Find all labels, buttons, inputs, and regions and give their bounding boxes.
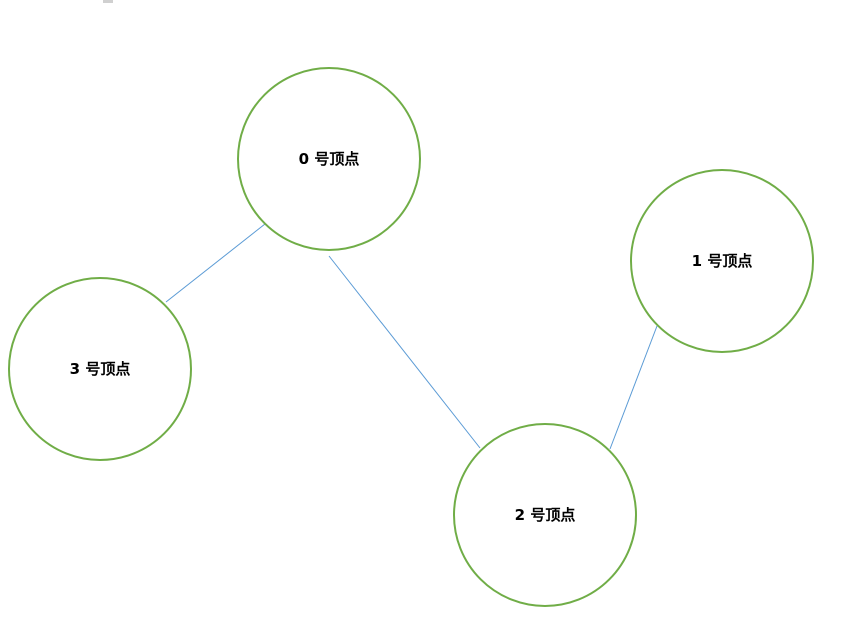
vertex-0-label: 0 号顶点 [299, 150, 360, 168]
vertex-2-label: 2 号顶点 [515, 506, 576, 524]
vertex-3[interactable]: 3 号顶点 [8, 277, 192, 461]
vertex-2[interactable]: 2 号顶点 [453, 423, 637, 607]
vertex-1-label: 1 号顶点 [692, 252, 753, 270]
vertex-0[interactable]: 0 号顶点 [237, 67, 421, 251]
edge-0-3 [165, 223, 266, 303]
vertex-3-circle [8, 277, 192, 461]
vertex-1-circle [630, 169, 814, 353]
corner-mark [103, 0, 113, 3]
edge-0-2 [328, 255, 481, 449]
vertex-0-circle [237, 67, 421, 251]
vertex-2-circle [453, 423, 637, 607]
edge-1-2 [609, 325, 658, 450]
vertex-3-label: 3 号顶点 [70, 360, 131, 378]
vertex-1[interactable]: 1 号顶点 [630, 169, 814, 353]
